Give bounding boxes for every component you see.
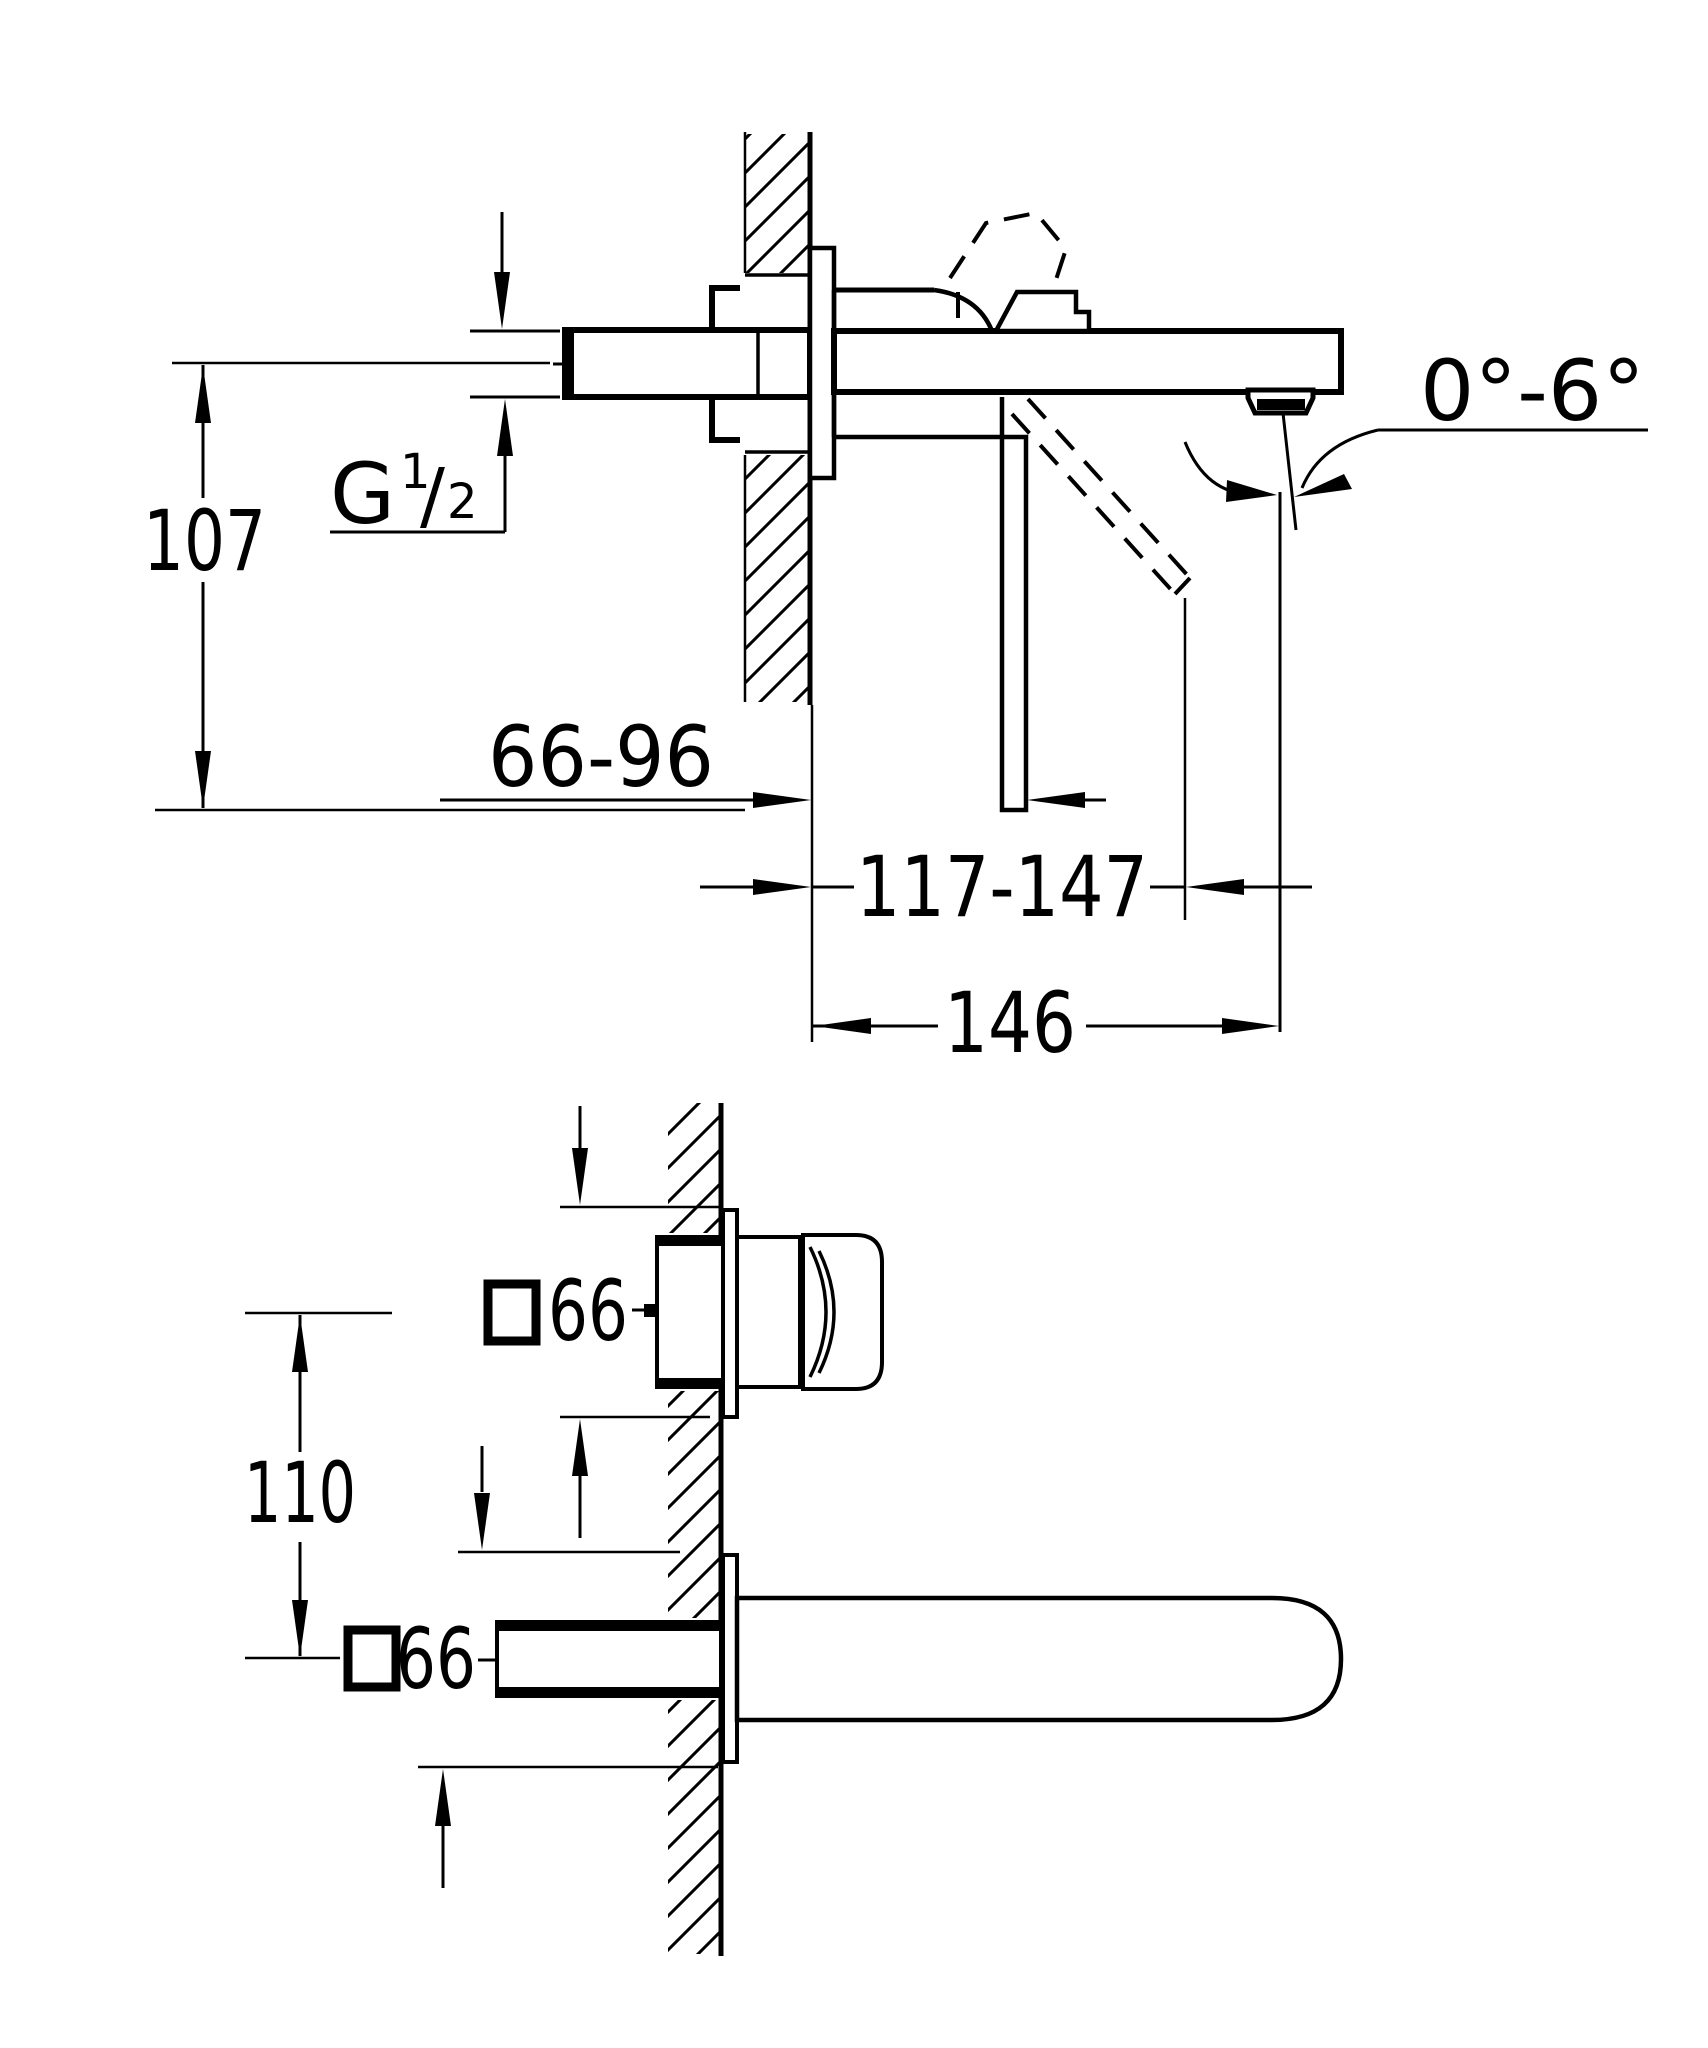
dim-text-66-spout: 66 [396, 1610, 476, 1708]
spout-body-thick-edges [497, 1623, 721, 1695]
body-bracket-top [709, 285, 740, 330]
wall-hatch-upper [746, 134, 809, 273]
square-symbol-icon [483, 1279, 541, 1346]
housing-dome-arc [933, 287, 995, 332]
plan-hatch-3 [668, 1700, 721, 1954]
g12-text-numerator: 1 [400, 444, 431, 500]
supply-pipe [562, 327, 813, 400]
arrowhead-down-icon [474, 1493, 490, 1550]
handle-unit-plan [655, 1208, 884, 1419]
arrowhead-right-icon [753, 792, 811, 808]
arrowhead-down-icon [292, 1600, 308, 1657]
dim-text-angle: 0°-6° [1420, 342, 1645, 440]
plan-hatch-1 [668, 1103, 721, 1233]
arrowhead-right-icon [753, 879, 811, 895]
arrowhead-up-icon [195, 366, 211, 423]
dim-117-147: 117-147 [700, 838, 1312, 936]
leader-end-square [644, 1304, 657, 1317]
spout [831, 328, 1344, 395]
arrowhead-up-icon [497, 399, 513, 456]
arrowhead-left-icon [1027, 792, 1085, 808]
arrowhead-down-icon [572, 1148, 588, 1205]
body-bracket-bottom [709, 397, 740, 443]
dim-text-66-handle: 66 [548, 1262, 628, 1360]
handle-body-thick-edges [657, 1238, 723, 1386]
spout-unit-plan [495, 1553, 1344, 1764]
dim-66-handle: 66 [483, 1106, 721, 1538]
g12-text-slash: / [420, 453, 445, 539]
dim-text-107: 107 [143, 492, 266, 590]
pipe-edge-stub-lines [470, 329, 560, 399]
g12-text-denominator: 2 [447, 474, 478, 530]
plan-hatch-2 [668, 1391, 721, 1618]
arrowhead-right-icon [1226, 480, 1277, 502]
arrowhead-left-icon [814, 1018, 871, 1034]
handle-lever-open-dashed [1010, 397, 1192, 596]
water-stream-tilted [1281, 412, 1298, 531]
arrowhead-down-icon [195, 751, 211, 808]
dim-66-96: 66-96 [440, 708, 1106, 808]
arrowhead-up-icon [572, 1419, 588, 1476]
dim-text-146: 146 [944, 974, 1076, 1072]
dim-66-spout: 66 [343, 1446, 718, 1888]
dim-text-110: 110 [244, 1444, 356, 1542]
handle-grip [801, 1233, 884, 1391]
angle-arc-right [1300, 428, 1379, 489]
dim-110-reference-lines [245, 1311, 392, 1660]
handle-base-trapezoid [992, 289, 1092, 334]
side-section-view: 107 G 1 / 2 0°-6° 66-96 [143, 132, 1648, 1072]
spout-inwall-body [495, 1620, 723, 1698]
square-symbol-icon [343, 1625, 401, 1692]
spout-plan [734, 1595, 1344, 1723]
arrowhead-left-icon [1294, 474, 1352, 497]
handle-cartridge-housing [735, 1235, 802, 1389]
arrowhead-right-icon [1222, 1018, 1279, 1034]
plan-view: 66 66 110 [244, 1103, 1344, 1956]
handle-grip-arc-2 [817, 1250, 836, 1374]
arrowhead-left-icon [1186, 879, 1244, 895]
thread-label-g12: G 1 / 2 [330, 212, 513, 543]
dim-107: 107 [143, 365, 266, 808]
arrowhead-down-icon [494, 272, 510, 329]
housing-bottom [834, 397, 1005, 440]
g12-text-g: G [330, 445, 395, 543]
pipe-end-cap [562, 329, 574, 398]
dim-text-66-96: 66-96 [488, 708, 714, 806]
dim-110: 110 [244, 1311, 392, 1660]
handle-inwall-body [655, 1235, 725, 1389]
handle-escutcheon-plate [721, 1208, 739, 1419]
handle-grip-arc-1 [808, 1246, 828, 1378]
plan-wall-hatch [668, 1103, 724, 1956]
escutcheon-plate-side [807, 245, 837, 481]
wall-hatch-lower [746, 455, 809, 702]
wall-hatch [743, 132, 813, 705]
arrowhead-up-icon [435, 1769, 451, 1826]
dim-146: 146 [813, 974, 1279, 1072]
handle-lever-raised-dashed [948, 210, 1069, 290]
dim-spout-angle: 0°-6° [1183, 342, 1648, 502]
aerator-band [1257, 399, 1305, 410]
g12-leader-line [330, 454, 507, 534]
handle-lever [999, 434, 1029, 813]
dim-text-117-147: 117-147 [856, 838, 1148, 936]
arrowhead-up-icon [292, 1315, 308, 1372]
